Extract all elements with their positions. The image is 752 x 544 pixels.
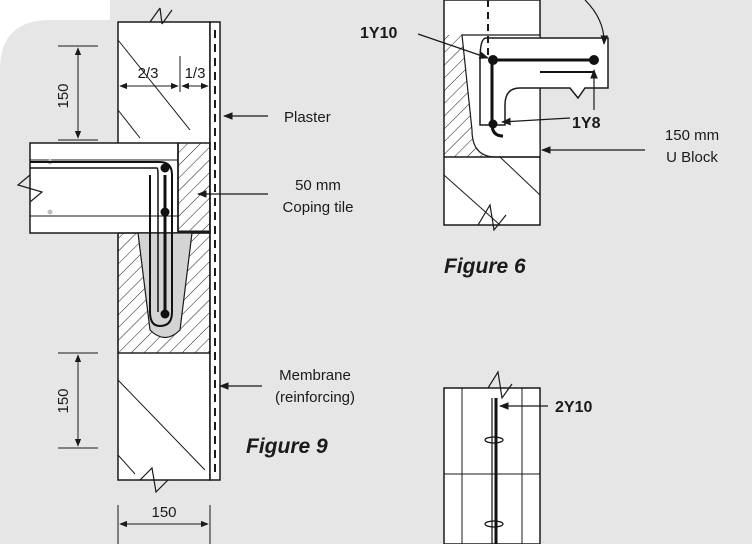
figure-6-caption: Figure 6 [444,255,526,278]
dim-top-value: 150 [55,83,72,108]
curved-arrow [584,0,609,45]
wall-break-top-3 [161,9,173,25]
width-dim-value: 150 [151,504,176,521]
wall-break-top-2 [159,7,163,25]
bar-top-label: 1Y10 [360,25,397,42]
figure-lower: 2Y10 [443,370,592,544]
rebar-dot [160,163,170,173]
lower-block-diagonal [117,379,206,471]
lower-diagonal-6b [499,156,541,196]
bars-label: 2Y10 [555,399,592,416]
coping-tile [177,142,211,234]
rebar-dot-6c [488,119,498,129]
wall-break-bottom [139,466,169,494]
break-6 [477,203,507,232]
upper-block-diagonal-2 [117,109,141,139]
rebar-dot-2 [160,207,170,217]
rebar-dot-6b [589,55,599,65]
slab-dot-2 [47,209,53,215]
coping-label-line2: Coping tile [283,199,354,216]
rebar-dot-3 [160,309,170,319]
dim-bottom-value: 150 [55,388,72,413]
lower-diagonal-6 [443,174,501,226]
lower-block-diagonal-2 [117,454,136,475]
bar-tie-2 [484,520,504,528]
figure-6: 1Y10 1Y8 150 mm U Block Figure 6 [360,0,719,278]
break-lower [487,370,513,400]
slab-break [16,174,44,203]
frac-left-label: 2/3 [138,65,159,82]
bar-top-leader [417,33,489,59]
frac-right-label: 1/3 [185,65,206,82]
rebar-u-outer [30,161,173,328]
bar-tie [484,436,504,444]
plaster-label: Plaster [284,109,331,126]
rebar-dot-6a [488,55,498,65]
membrane-label-line2: (reinforcing) [275,389,355,406]
bar-bottom-leader [501,117,571,126]
membrane-label-line1: Membrane [279,367,351,384]
block-label-line1: 150 mm [665,127,719,144]
rebar-u-inner [30,167,159,312]
block-label-line2: U Block [666,149,718,166]
bar-bottom-label: 1Y8 [572,115,601,132]
coping-label-line1: 50 mm [295,177,341,194]
figure-9: 150 150 2/3 1/3 150 Plaster 50 mm Coping… [16,7,355,544]
figure-9-caption: Figure 9 [246,435,328,458]
wall-break-top [149,7,161,23]
coping-slab [29,142,179,234]
